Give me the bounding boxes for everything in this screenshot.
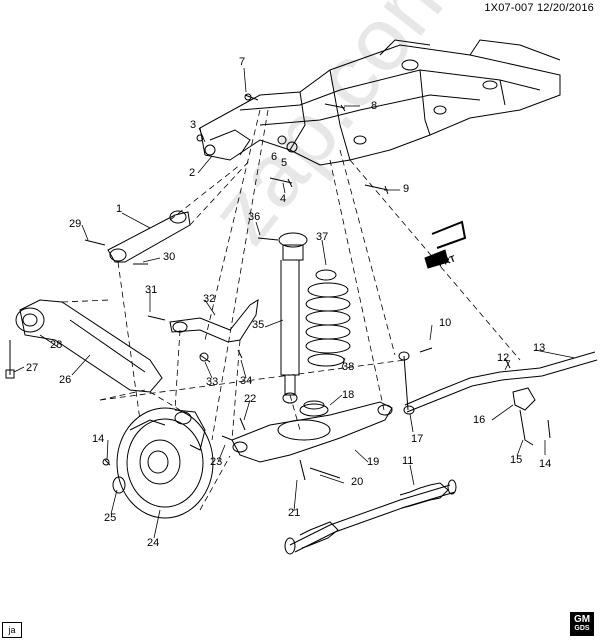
callout-31: 31 — [145, 284, 158, 296]
gm-logo-line2: GDS — [574, 625, 590, 632]
shock-absorber — [257, 232, 308, 404]
callout-6: 6 — [271, 151, 278, 163]
callout-29: 29 — [69, 218, 82, 230]
callout-8: 8 — [371, 100, 378, 112]
callout-18: 18 — [342, 389, 355, 401]
diagram-id: 1X07-007 — [484, 2, 534, 14]
callout-7: 7 — [239, 56, 246, 68]
coil-spring — [299, 269, 351, 417]
callout-5: 5 — [281, 157, 288, 169]
drive-shaft — [284, 479, 457, 555]
callout-19: 19 — [367, 456, 380, 468]
callout-17: 17 — [411, 433, 424, 445]
callout-14-right: 14 — [539, 458, 552, 470]
callout-34: 34 — [240, 375, 253, 387]
footer-tag: ja — [2, 622, 22, 638]
callout-3: 3 — [190, 119, 197, 131]
callout-32: 32 — [203, 293, 216, 305]
callout-24: 24 — [147, 537, 160, 549]
callout-14-left: 14 — [92, 433, 105, 445]
callout-12: 12 — [497, 352, 510, 364]
callout-33: 33 — [206, 376, 219, 388]
gm-logo: GM GDS — [570, 612, 594, 636]
callout-26: 26 — [59, 374, 72, 386]
toe-link — [147, 299, 259, 363]
callout-22: 22 — [244, 393, 257, 405]
diagram-header: 1X07-007 12/20/2016 — [484, 2, 594, 14]
callout-13: 13 — [533, 342, 546, 354]
callout-38: 38 — [342, 361, 355, 373]
callout-23: 23 — [210, 456, 223, 468]
callout-35: 35 — [252, 319, 265, 331]
gm-logo-line1: GM — [573, 614, 591, 625]
callout-15: 15 — [510, 454, 523, 466]
callout-27: 27 — [26, 362, 39, 374]
callout-10: 10 — [439, 317, 452, 329]
callout-21: 21 — [288, 507, 301, 519]
callout-9: 9 — [403, 183, 410, 195]
front-direction-arrow-icon — [424, 220, 467, 269]
callout-16: 16 — [473, 414, 486, 426]
diagram-date: 12/20/2016 — [536, 2, 594, 14]
callout-1: 1 — [116, 203, 123, 215]
callout-25: 25 — [104, 512, 117, 524]
trailing-arm — [5, 299, 163, 393]
reference-lines — [61, 109, 521, 511]
lower-control-arm — [221, 401, 393, 481]
callout-2: 2 — [189, 167, 196, 179]
callout-11: 11 — [402, 455, 414, 467]
rear-subframe — [199, 39, 561, 166]
stabilizer-bar — [398, 347, 598, 446]
knuckle-hub-brake — [102, 407, 214, 519]
callout-28: 28 — [50, 339, 63, 351]
callout-4: 4 — [280, 193, 287, 205]
leader-lines — [13, 67, 576, 539]
callout-36: 36 — [248, 211, 261, 223]
callout-30: 30 — [163, 251, 176, 263]
callout-20: 20 — [351, 476, 364, 488]
callout-37: 37 — [316, 231, 329, 243]
